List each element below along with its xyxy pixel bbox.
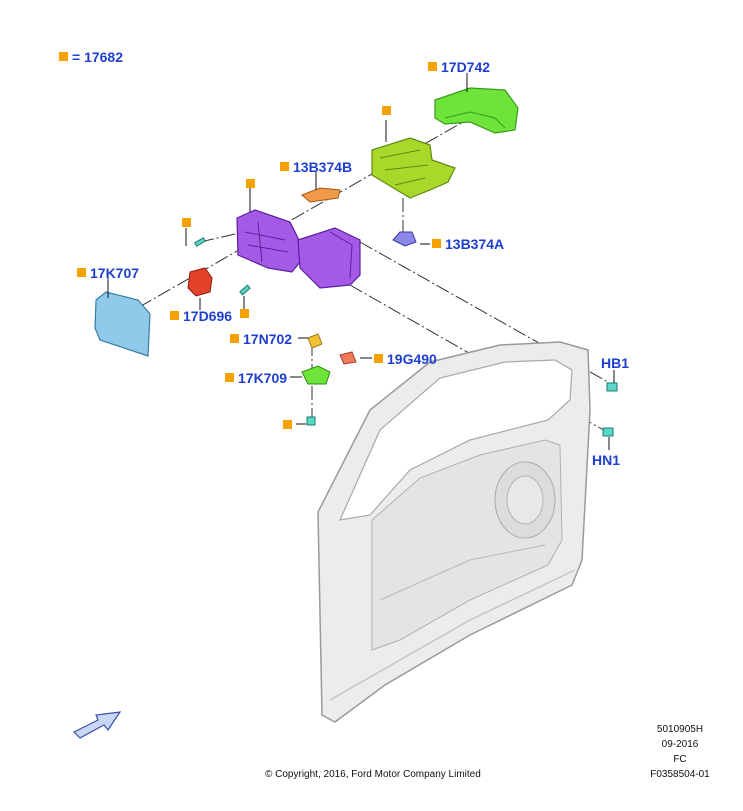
callout-label: HN1: [592, 452, 621, 468]
callout-label: 19G490: [387, 351, 437, 367]
marker-square-icon: [182, 218, 191, 227]
mirror-glass-part: [94, 291, 151, 357]
actuator-17D696: [187, 267, 213, 297]
marker-square-icon: [382, 106, 391, 115]
callout-label: 17D742: [441, 59, 491, 75]
callout-13B374A[interactable]: 13B374A: [432, 236, 504, 252]
marker-square-icon: [428, 62, 437, 71]
callout-label: 17K707: [90, 265, 140, 281]
marker-square-icon: [230, 334, 239, 343]
marker-square-icon: [170, 311, 179, 320]
callout-label: 17K709: [238, 370, 288, 386]
marker-square-icon: [59, 52, 68, 61]
screws: [193, 237, 618, 437]
part-17N702: [307, 333, 323, 349]
marker-square-icon: [246, 179, 255, 188]
callout-17D742[interactable]: 17D742: [428, 59, 490, 75]
callout-13B374B[interactable]: 13B374B: [280, 159, 352, 175]
legend-text: = 17682: [72, 49, 123, 65]
mirror-housing-part: [236, 209, 361, 289]
callout-label: 17D696: [183, 308, 233, 324]
callout-label: HB1: [601, 355, 630, 371]
callout-label: 13B374B: [293, 159, 353, 175]
part-13B374A: [392, 231, 417, 247]
callout-19G490[interactable]: 19G490: [374, 351, 437, 367]
doc-code: FC: [673, 754, 687, 765]
leader-lines: [107, 73, 615, 450]
part-19G490: [339, 351, 357, 365]
callout-HB1[interactable]: HB1: [601, 355, 629, 371]
callout-HN1[interactable]: HN1: [592, 452, 620, 468]
part-13B374B: [301, 187, 341, 203]
callout-17N702[interactable]: 17N702: [230, 331, 292, 347]
copyright-notice: © Copyright, 2016, Ford Motor Company Li…: [265, 769, 481, 780]
marker-square-icon: [280, 162, 289, 171]
callout-17K707[interactable]: 17K707: [77, 265, 139, 281]
marker-square-icon: [225, 373, 234, 382]
doc-number: 5010905H: [656, 724, 704, 735]
marker-square-icon: [374, 354, 383, 363]
legend: = 17682: [59, 49, 123, 65]
nav-arrow-icon: [72, 711, 122, 739]
figure-id: F0358504-01: [650, 769, 710, 780]
callout-17D696[interactable]: 17D696: [170, 308, 232, 324]
marker-square-icon: [432, 239, 441, 248]
door-panel: [317, 341, 591, 723]
doc-date: 09-2016: [661, 739, 699, 750]
callout-17K709[interactable]: 17K709: [225, 370, 287, 386]
marker-square-icon: [283, 420, 292, 429]
mirror-bracket-part: [371, 137, 456, 199]
callout-label: 17N702: [243, 331, 293, 347]
mirror-cover-part: [434, 87, 519, 134]
marker-square-icon: [240, 309, 249, 318]
marker-square-icon: [77, 268, 86, 277]
callout-label: 13B374A: [445, 236, 505, 252]
part-17K709: [301, 365, 331, 385]
